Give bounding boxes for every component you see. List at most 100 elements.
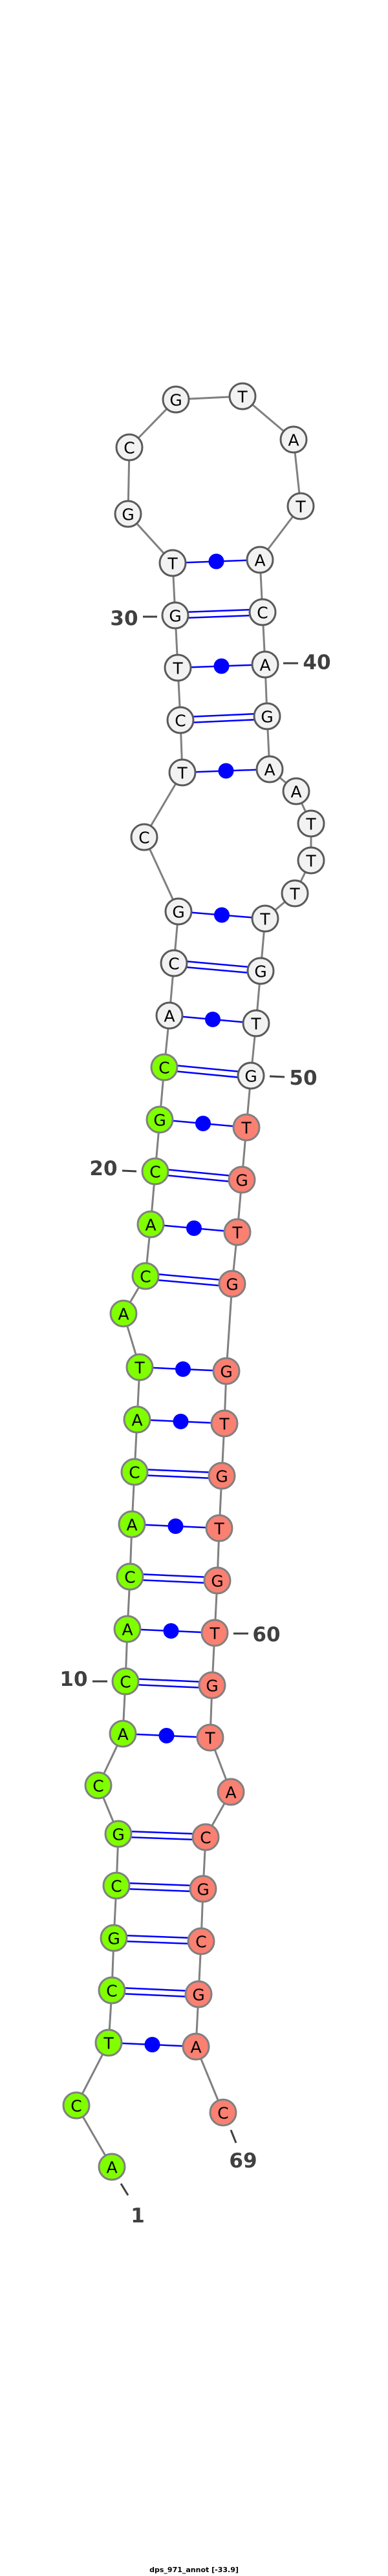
nucleotide-circle: [281, 879, 309, 908]
nucleotide-circle: [182, 2032, 210, 2061]
nucleotide-66: C: [187, 1927, 215, 1955]
nucleotide-5: G: [100, 1924, 128, 1952]
nucleotide-40: A: [251, 650, 279, 679]
nucleotide-61: G: [198, 1671, 226, 1699]
nucleotide-55: G: [212, 1357, 241, 1385]
double-bond-line: [135, 1468, 222, 1474]
nucleotide-circle: [246, 957, 275, 985]
nucleotide-circle: [209, 2098, 237, 2127]
nucleotide-23: A: [155, 1001, 184, 1030]
nucleotide-letter: G: [169, 391, 182, 410]
nucleotide-letter: G: [197, 1880, 209, 1899]
position-label-50: 50: [269, 1067, 318, 1090]
nucleotide-letter: C: [70, 2097, 81, 2116]
wobble-bond-dot: [163, 1623, 179, 1639]
nucleotide-circle: [100, 1924, 128, 1952]
nucleotide-letter: C: [195, 1933, 206, 1952]
nucleotide-letter: G: [206, 1677, 218, 1696]
nucleotide-12: C: [116, 1562, 144, 1591]
position-label-10: 10: [59, 1668, 107, 1691]
nucleotide-letter: A: [131, 1411, 142, 1430]
nucleotide-67: G: [184, 1980, 213, 2008]
nucleotide-circle: [125, 1353, 154, 1381]
nucleotide-letter: T: [103, 2034, 114, 2053]
nucleotide-letter: G: [235, 1171, 248, 1190]
nucleotide-43: A: [282, 777, 310, 805]
wobble-bond-dot: [167, 1518, 184, 1534]
nucleotide-letter: G: [107, 1930, 120, 1948]
nucleotide-circle: [155, 1001, 184, 1030]
nucleotide-letter: C: [129, 1464, 140, 1482]
nucleotide-letter: A: [290, 783, 301, 802]
nucleotide-circle: [94, 2028, 123, 2057]
nucleotide-letter: A: [126, 1516, 137, 1535]
nucleotide-letter: T: [295, 498, 306, 516]
nucleotide-46: T: [281, 879, 309, 908]
nucleotide-28: C: [166, 706, 195, 734]
base-pair-7-64: [118, 1830, 206, 1841]
nucleotide-letter: T: [250, 1015, 261, 1034]
nucleotide-circle: [232, 1113, 261, 1142]
nucleotide-2: C: [62, 2091, 91, 2120]
nucleotide-6: C: [102, 1871, 131, 1900]
nucleotide-circle: [251, 650, 279, 679]
base-pair-23-49: [169, 1012, 257, 1027]
nucleotide-letter: A: [164, 1007, 175, 1026]
wobble-bond-dot: [218, 763, 234, 779]
double-bond-line: [164, 1069, 251, 1080]
nucleotide-57: G: [208, 1462, 236, 1490]
base-pair-30-39: [175, 608, 263, 619]
nucleotide-7: G: [104, 1820, 133, 1848]
nucleotide-letter: C: [158, 1059, 169, 1078]
base-pair-3-68: [108, 2037, 197, 2052]
nucleotide-letter: T: [219, 1415, 230, 1434]
nucleotide-letter: C: [124, 439, 135, 458]
nucleotide-48: G: [246, 957, 275, 985]
nucleotide-39: C: [248, 598, 277, 626]
position-number: 50: [289, 1067, 317, 1090]
nucleotide-58: T: [205, 1514, 233, 1542]
wobble-bond-dot: [205, 1012, 221, 1027]
double-bond-line: [130, 1573, 218, 1579]
nucleotide-circle: [98, 1976, 126, 2005]
nucleotide-13: A: [118, 1510, 146, 1538]
base-pair-15-56: [136, 1414, 225, 1429]
nucleotide-47: T: [251, 904, 279, 933]
nucleotide-circle: [187, 1927, 215, 1955]
base-pair-24-48: [173, 959, 261, 975]
base-pair-13-58: [131, 1518, 220, 1534]
wobble-bond-dot: [195, 1116, 211, 1131]
position-label-40: 40: [283, 651, 331, 674]
nucleotide-circle: [205, 1514, 233, 1542]
nucleotide-10: C: [111, 1667, 140, 1696]
nucleotide-circle: [114, 500, 142, 528]
nucleotide-letter: G: [112, 1826, 124, 1844]
nucleotide-22: C: [150, 1053, 178, 1081]
nucleotide-letter: C: [217, 2104, 228, 2123]
position-number: 20: [89, 1157, 117, 1180]
double-bond-line: [116, 1882, 204, 1887]
double-bond-line: [180, 712, 267, 718]
nucleotide-49: T: [242, 1009, 270, 1038]
nucleotide-3: T: [94, 2028, 123, 2057]
double-bond-line: [155, 1167, 242, 1178]
nucleotide-circle: [228, 382, 257, 410]
nucleotide-circle: [196, 1723, 224, 1752]
nucleotide-circle: [164, 897, 193, 926]
nucleotide-34: G: [162, 385, 190, 414]
nucleotide-18: C: [131, 1262, 160, 1290]
nucleotide-letter: T: [259, 910, 270, 929]
nucleotide-24: C: [160, 949, 188, 977]
base-pair-10-61: [125, 1677, 213, 1689]
nucleotide-42: A: [255, 755, 284, 783]
nucleotide-circle: [146, 1105, 174, 1134]
nucleotide-letter: C: [257, 604, 268, 623]
nucleotide-circle: [111, 1667, 140, 1696]
nucleotide-circle: [162, 385, 190, 414]
double-bond-line: [114, 1934, 202, 1939]
nucleotide-circle: [115, 433, 144, 462]
nucleotide-letter: C: [200, 1829, 211, 1847]
double-bond-line: [175, 614, 263, 619]
nucleotide-circle: [189, 1875, 217, 1903]
nucleotide-44: T: [297, 809, 325, 838]
